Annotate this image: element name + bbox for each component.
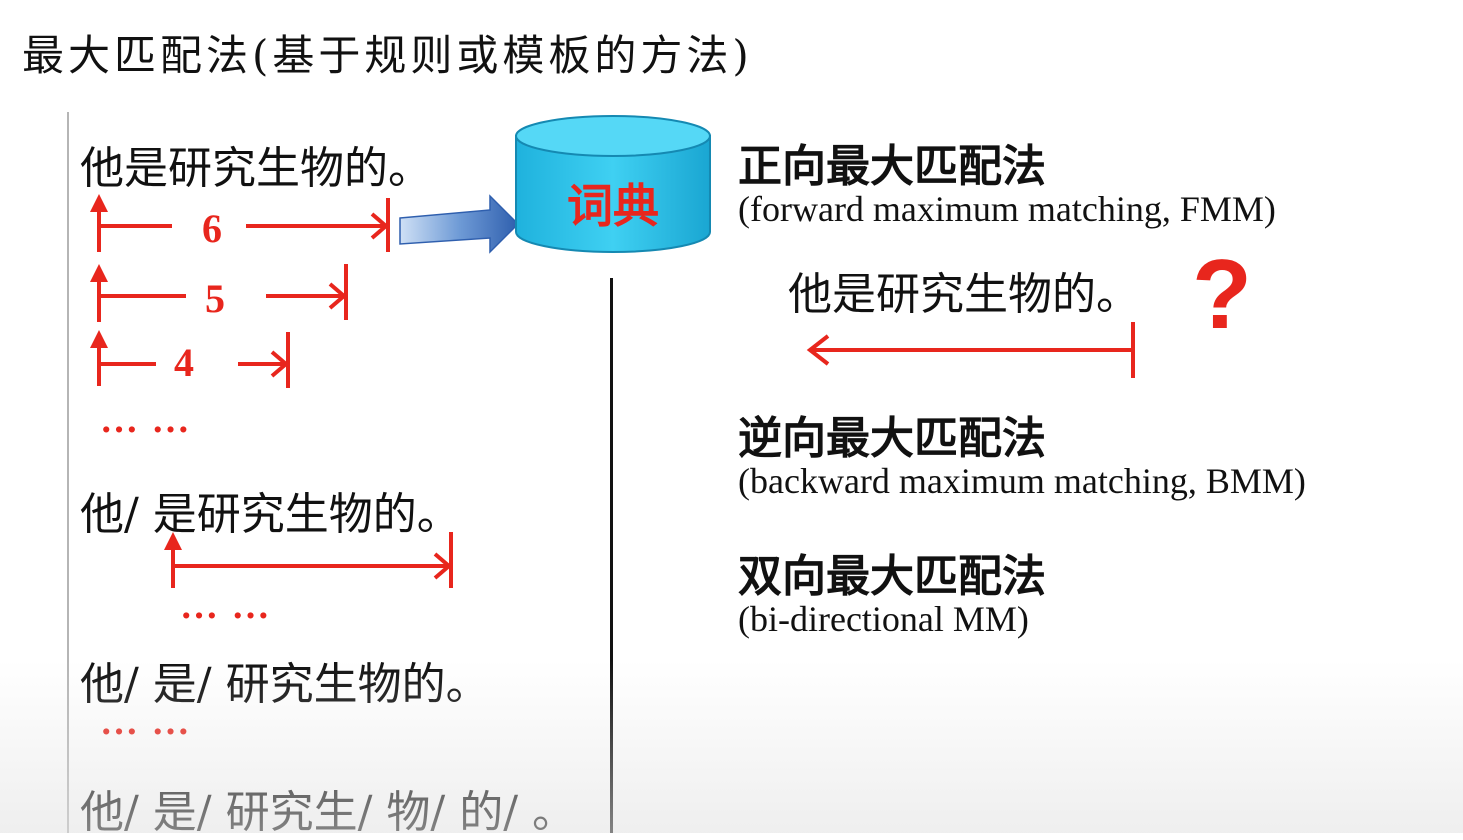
sentence-original: 他是研究生物的。 xyxy=(80,143,432,194)
bimm-title: 双向最大匹配法 xyxy=(738,551,1046,602)
lookup-arrow-icon xyxy=(399,194,520,254)
bmm-title: 逆向最大匹配法 xyxy=(738,413,1046,464)
window-size-5: 5 xyxy=(205,276,225,321)
bmm-subtitle: (backward maximum matching, BMM) xyxy=(738,461,1306,501)
fmm-sentence: 他是研究生物的。 xyxy=(788,269,1140,320)
ellipsis-3: … … xyxy=(100,701,192,743)
dictionary-label: 词典 xyxy=(567,179,659,233)
left-divider xyxy=(67,112,69,833)
ellipsis-2: … … xyxy=(180,585,272,627)
slide-title: 最大匹配法(基于规则或模板的方法) xyxy=(22,31,753,80)
sentence-step-1: 他/ 是研究生物的。 xyxy=(80,489,461,540)
window-4-marker xyxy=(90,330,290,388)
question-mark-icon: ? xyxy=(1192,239,1252,349)
fmm-scan-arrow xyxy=(806,322,1135,378)
center-divider xyxy=(610,278,613,833)
fmm-title: 正向最大匹配法 xyxy=(738,141,1046,192)
fmm-subtitle: (forward maximum matching, FMM) xyxy=(738,189,1276,229)
ellipsis-1: … … xyxy=(100,399,192,441)
window-5-marker xyxy=(90,264,348,322)
window-size-4: 4 xyxy=(174,340,194,385)
window-6-marker xyxy=(90,194,390,252)
bimm-subtitle: (bi-directional MM) xyxy=(738,599,1029,639)
window-size-6: 6 xyxy=(202,206,222,251)
dictionary-database-icon: 词典 xyxy=(514,114,712,256)
window-step-1-marker xyxy=(164,532,453,588)
